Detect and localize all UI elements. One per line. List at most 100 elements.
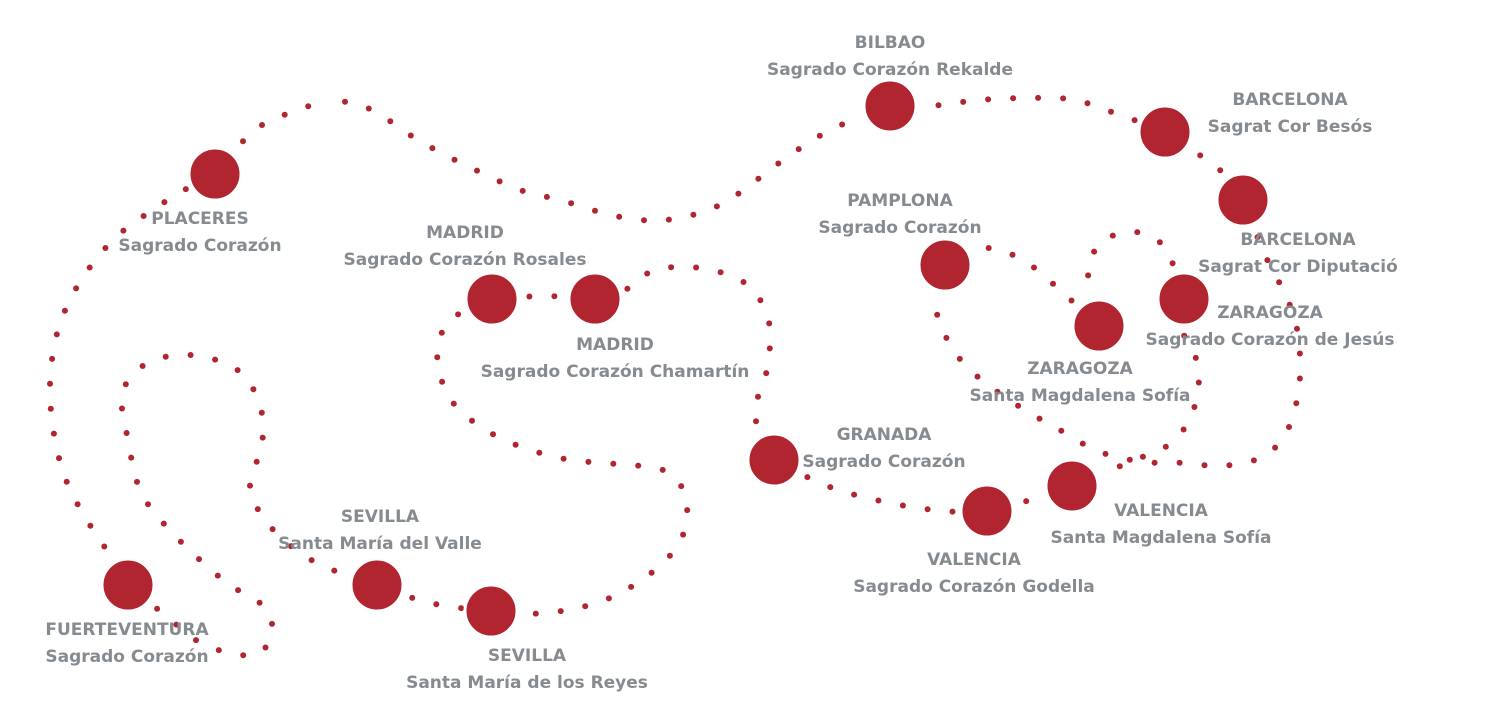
route-dot [240,138,246,145]
route-dot [1201,462,1208,469]
route-dot [429,145,436,152]
route-dot [974,373,981,380]
city-name: VALENCIA [1114,501,1209,521]
route-dot [490,431,496,438]
route-dot [140,213,147,219]
school-name: Sagrat Cor Diputació [1198,257,1398,277]
route-dot [839,121,846,128]
route-dot [1035,94,1042,101]
school-marker-madrid-2[interactable] [567,271,623,327]
route-dot [455,311,462,318]
school-marker-zaragoza-2[interactable] [1071,298,1127,354]
route-dot [994,388,1001,395]
route-dot [253,458,260,465]
route-dot [1156,239,1163,246]
route-dot [935,102,942,109]
route-dot [1109,232,1116,239]
route-dot [641,217,647,224]
school-marker-fuerteventura[interactable] [100,557,156,613]
school-marker-placeres[interactable] [187,146,243,202]
school-marker-sevilla-2[interactable] [463,583,519,639]
route-dot [74,501,81,508]
school-name: Sagrado Corazón [45,647,208,667]
route-dot [1116,463,1123,470]
route-dot [1296,375,1303,382]
route-dot [680,531,687,538]
route-dot [256,599,263,606]
city-name: MADRID [576,335,654,355]
route-dot [63,478,70,485]
route-dot [1192,354,1199,361]
route-dot [659,466,666,473]
school-name: Sagrado Corazón [118,236,281,256]
route-dot [956,355,963,362]
route-dot [568,200,575,207]
route-dot [949,508,956,515]
school-marker-barcelona-2[interactable] [1215,172,1271,228]
city-name: SEVILLA [488,646,567,666]
school-marker-barcelona-1[interactable] [1137,104,1193,160]
school-marker-valencia-2[interactable] [959,483,1015,539]
school-marker-granada[interactable] [746,432,802,488]
city-name: PLACERES [151,209,248,229]
route-dot [47,380,53,387]
route-dot [1031,264,1037,271]
school-marker-zaragoza-1[interactable] [1156,271,1212,327]
route-dot [582,603,589,610]
route-dot [1195,379,1202,386]
route-dot [735,190,742,197]
route-dot [678,483,685,490]
route-dot [899,502,906,509]
route-dot [1191,404,1198,410]
route-dot [173,621,180,628]
route-dot [214,572,221,579]
route-dot [259,434,266,441]
school-marker-pamplona[interactable] [917,237,973,293]
route-dot [1108,108,1114,115]
route-dot [215,647,222,654]
city-name: VALENCIA [927,550,1022,570]
route-dot [668,264,675,271]
route-dot [713,203,720,210]
route-dot [1181,332,1188,339]
route-dot [87,522,94,529]
route-dot [187,352,194,358]
route-dot [1134,229,1141,236]
city-name: ZARAGOZA [1027,359,1133,379]
route-dot [648,569,655,576]
school-marker-sevilla-1[interactable] [349,557,405,613]
route-dot [1286,301,1293,308]
route-dot [1010,95,1017,102]
route-dot [684,507,691,514]
route-dot [755,175,762,182]
route-dot [1068,297,1075,304]
school-marker-madrid-1[interactable] [464,271,520,327]
route-dot [557,608,564,615]
route-dot [960,98,967,105]
route-dot [409,594,416,601]
route-dot [740,279,747,285]
route-dot [407,132,414,139]
route-dot [628,583,635,590]
route-dot [985,96,992,103]
school-marker-valencia-1[interactable] [1044,458,1100,514]
route-dot [610,460,617,467]
route-dot [1254,234,1261,241]
route-dot [451,156,458,163]
route-dot [1180,426,1187,433]
route-dot [1091,248,1098,255]
city-name: MADRID [426,223,504,243]
route-dot [154,605,161,612]
route-dot [1036,415,1043,422]
route-dot [1217,167,1224,174]
route-dot [1250,457,1257,464]
route-dot [212,356,219,363]
route-dot [134,478,140,485]
school-marker-bilbao[interactable] [862,78,918,134]
route-dot [755,393,761,400]
city-name: ZARAGOZA [1217,303,1323,323]
